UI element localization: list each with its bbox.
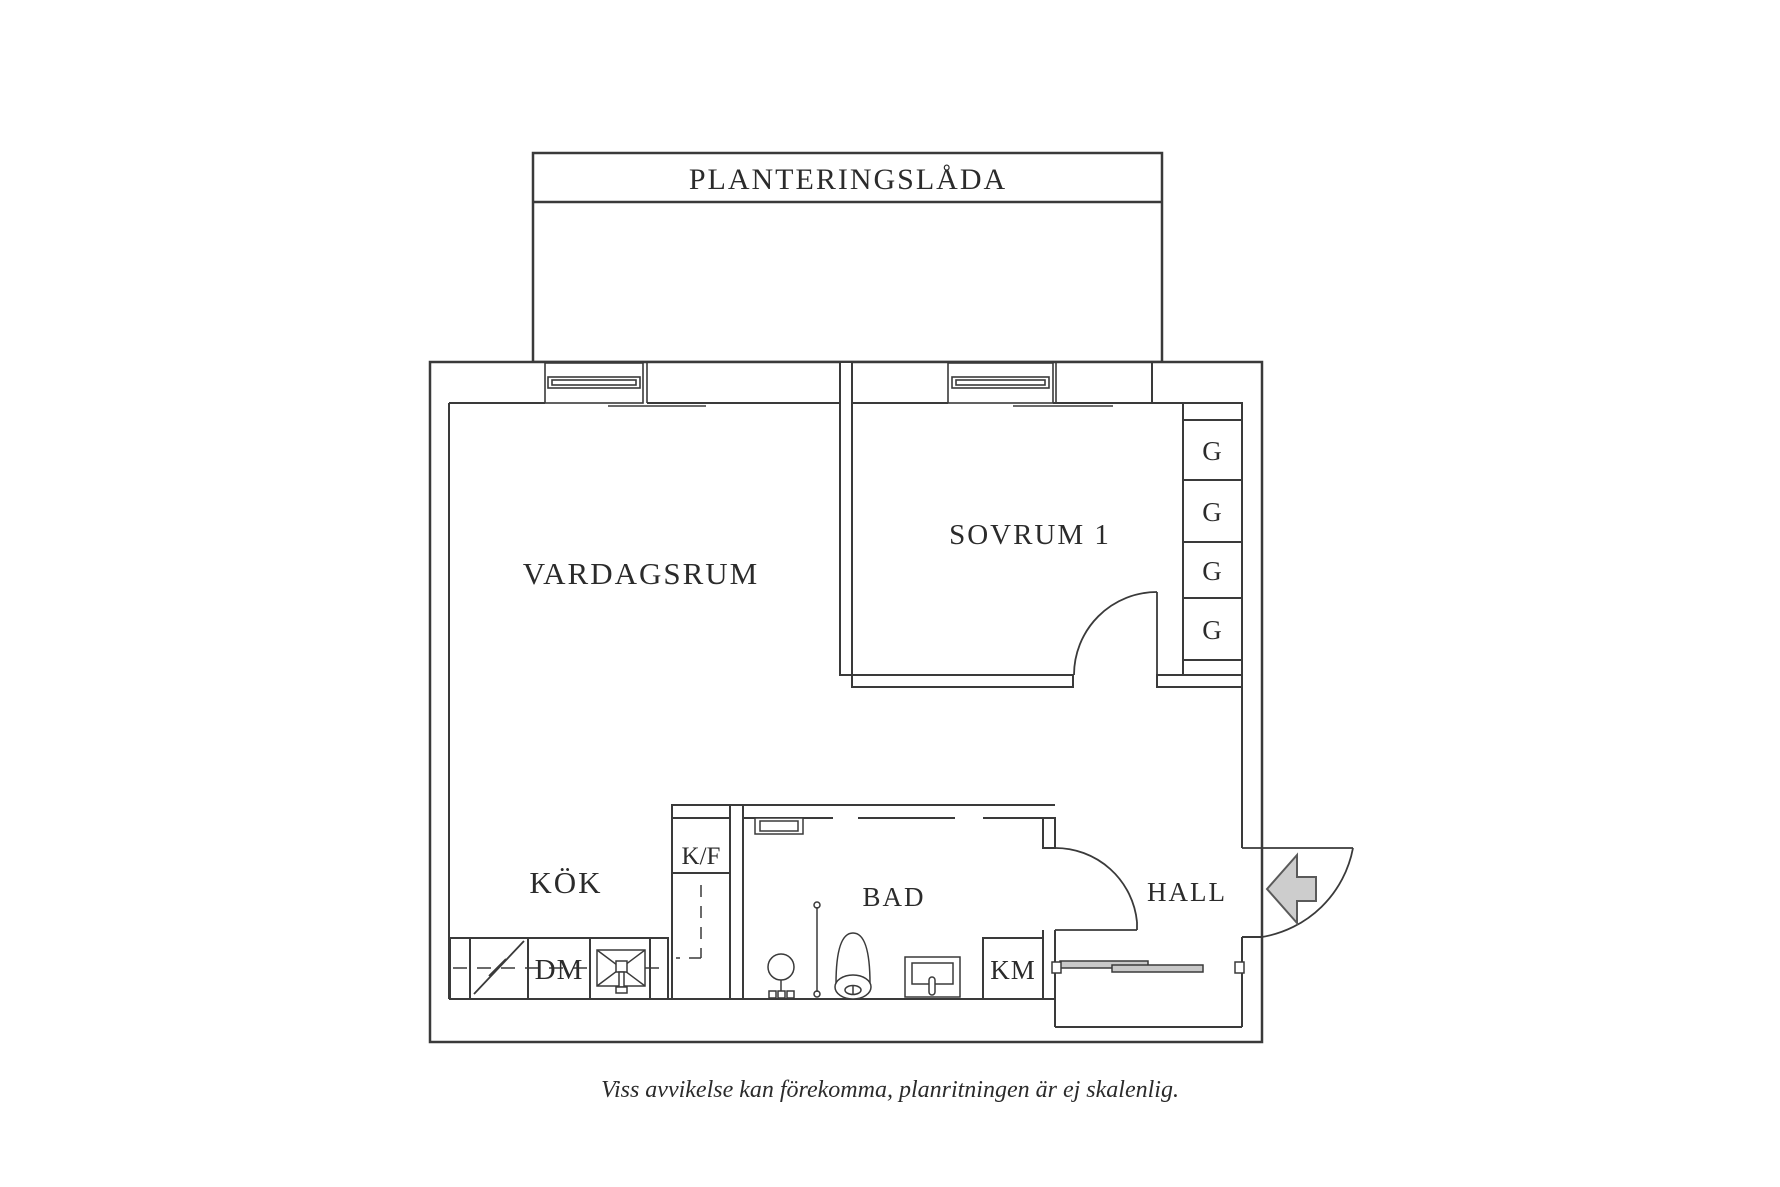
planter-box-outline [531,151,1164,364]
wardrobe-jamb [1051,961,1062,974]
fridge-freezer-outline [671,804,731,1000]
entrance-arrow-icon [1265,852,1317,926]
bedroom-door [1073,591,1158,676]
entrance-door-swing-arc [1261,847,1354,938]
closet-column [1182,402,1243,676]
sink-faucet-stem [618,971,625,988]
sliding-door-panel [1111,964,1204,973]
fridge-freezer-label: K/F [682,843,721,870]
closet-cell-label: G [1202,436,1222,466]
planter-box [531,151,1164,364]
stove-icon [473,940,525,995]
window-glass-inner [955,379,1046,386]
closet-cell-label: G [1202,615,1222,645]
towel-rail-icon [813,901,821,998]
kitchen-bath-divider [729,804,744,1000]
bathroom-door-swing-arc [1054,847,1138,923]
towel-rail-end [813,990,821,998]
bathroom-door [1054,847,1138,931]
closet-shelf-lines [1183,419,1242,661]
fridge-freezer-depth-dashes [676,885,702,959]
wall-cabinet-icon [754,817,804,835]
pedestal-sink-foot [768,990,777,999]
pedestal-sink-foot [786,990,795,999]
window-bedroom [947,362,1113,407]
window-glass-inner [551,379,637,386]
bedroom-door-swing-arc [1073,591,1158,676]
bedroom-south-wall-left [851,674,1074,688]
disclaimer-note: Viss avvikelse kan förekomma, planritnin… [601,1077,1179,1103]
wardrobe-jamb [1234,961,1245,974]
hall-label: HALL [1147,877,1227,907]
kitchen-counter [449,937,669,1000]
towel-rail-end [813,901,821,909]
toilet-tank [835,932,871,985]
sink-faucet-base [615,960,628,973]
sink-faucet-foot [615,986,628,994]
window-living-room [544,362,706,407]
dishwasher-label: DM [535,954,584,986]
cabinet-outer [754,817,804,835]
bathroom-fixtures [754,817,1044,1000]
bathroom-label: BAD [862,882,925,912]
kitchen-sink-icon [596,949,646,994]
pedestal-sink-foot [777,990,786,999]
closet-outline [1182,402,1243,676]
cabinet-inner [759,820,799,832]
closet-cell-label: G [1202,556,1222,586]
washbasin-icon [904,956,961,998]
washing-machine-box [982,937,1044,1000]
entrance-door [1242,847,1354,938]
pedestal-sink-icon [767,953,795,999]
bedroom-south-wall-right [1156,674,1243,688]
partition-walls [672,361,1243,1028]
bedroom-label: SOVRUM 1 [949,519,1111,551]
closet-cell-label: G [1202,497,1222,527]
living-room-label: VARDAGSRUM [523,556,760,591]
pedestal-sink-bowl [767,953,795,981]
toilet-icon [834,932,872,1000]
living-bedroom-partition [839,361,853,676]
planter-label: PLANTERINGSLÅDA [689,163,1007,196]
washbasin-tap [928,976,936,996]
kitchen-label: KÖK [529,865,602,900]
hall-wardrobe [1051,960,1245,974]
bath-hall-wall-stub [1042,817,1056,849]
washing-machine-label: KM [990,955,1036,985]
fridge-freezer-unit [671,804,731,1000]
